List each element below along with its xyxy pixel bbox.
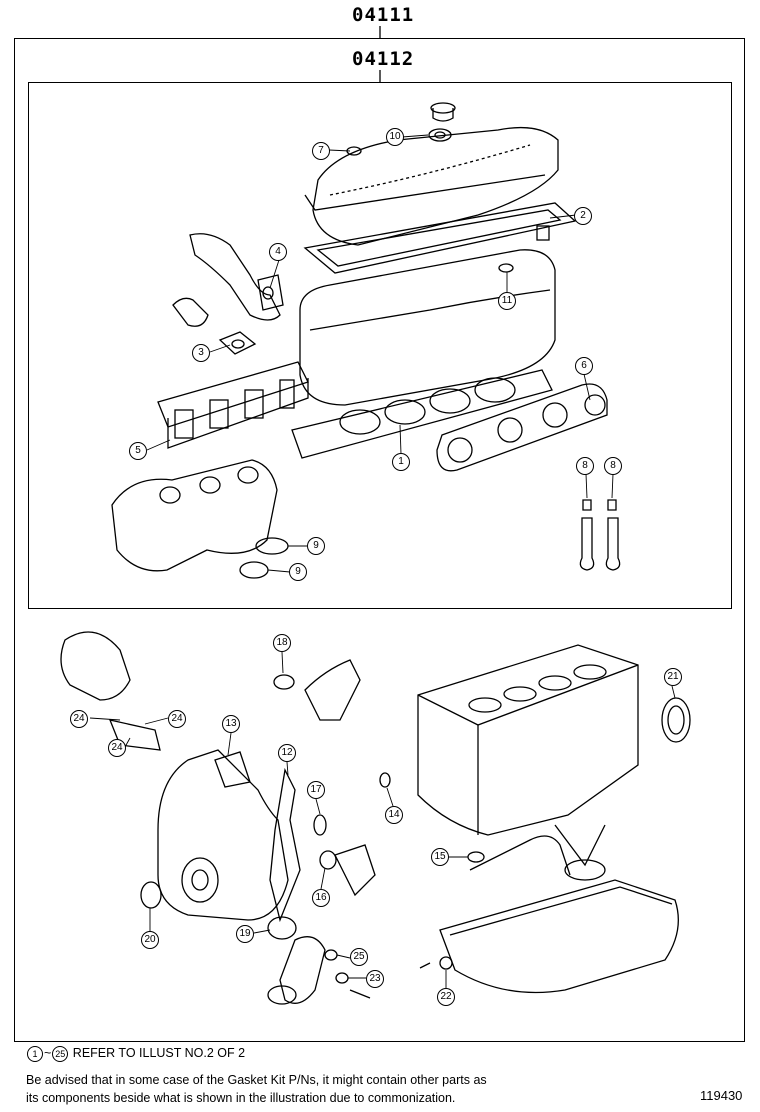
water-inlet-drawing — [60, 631, 161, 751]
o-ring-19-drawing — [267, 916, 297, 940]
refer-note: 1~25 REFER TO ILLUST NO.2 OF 2 — [26, 1045, 245, 1062]
callout-5: 5 — [129, 442, 147, 460]
exhaust-manifold-gasket-drawing — [436, 383, 608, 472]
water-outlet-drawing — [172, 233, 284, 355]
head-cover-gasket-drawing — [303, 202, 577, 274]
callout-8b: 8 — [604, 457, 622, 475]
inner-kit-frame — [28, 82, 732, 609]
callout-22: 22 — [437, 988, 455, 1006]
callout-15: 15 — [431, 848, 449, 866]
range-separator: ~ — [44, 1046, 52, 1060]
cylinder-block-drawing — [417, 644, 639, 836]
range-start-callout: 1 — [27, 1045, 43, 1062]
refer-text: REFER TO ILLUST NO.2 OF 2 — [72, 1046, 246, 1060]
timing-cover-drawing — [157, 749, 289, 921]
kit-code-outer: 04111 — [352, 4, 415, 26]
advisory-line-2: its components beside what is shown in t… — [26, 1091, 456, 1105]
exhaust-manifold-drawing — [111, 459, 289, 579]
callout-9a: 9 — [307, 537, 325, 555]
callout-18: 18 — [273, 634, 291, 652]
oil-filter-drawing — [267, 936, 326, 1005]
callout-8a: 8 — [576, 457, 594, 475]
callout-7: 7 — [312, 142, 330, 160]
oil-seal-20-drawing — [140, 881, 162, 909]
callout-17: 17 — [307, 781, 325, 799]
callout-20: 20 — [141, 931, 159, 949]
callout-2: 2 — [574, 207, 592, 225]
oil-strainer-drawing — [469, 824, 606, 881]
figure-number: 119430 — [700, 1088, 743, 1103]
kit-code-inner: 04112 — [352, 48, 415, 70]
callout-16: 16 — [312, 889, 330, 907]
valves-drawing — [579, 499, 621, 571]
cylinder-head-gasket-drawing — [291, 369, 553, 459]
advisory-line-1: Be advised that in some case of the Gask… — [26, 1073, 487, 1087]
callout-19: 19 — [236, 925, 254, 943]
callout-11: 11 — [498, 292, 516, 310]
callout-3: 3 — [192, 344, 210, 362]
callout-10: 10 — [386, 128, 404, 146]
callout-24b: 24 — [168, 710, 186, 728]
callout-14: 14 — [385, 806, 403, 824]
callout-13: 13 — [222, 715, 240, 733]
callout-24a: 24 — [70, 710, 88, 728]
water-pump-gasket-drawing — [214, 751, 251, 788]
oil-seal-21-drawing — [661, 697, 691, 743]
valve-cover-drawing — [304, 126, 559, 246]
oil-pan-drawing — [439, 879, 679, 994]
intake-manifold-gasket-drawing — [157, 361, 309, 449]
callout-6: 6 — [575, 357, 593, 375]
range-end-callout: 25 — [52, 1045, 69, 1062]
timing-chain-cover-gasket-drawing — [269, 767, 301, 923]
callout-12: 12 — [278, 744, 296, 762]
callout-9b: 9 — [289, 563, 307, 581]
callout-23: 23 — [366, 970, 384, 988]
outer-kit-frame — [14, 38, 745, 1042]
callout-24c: 24 — [108, 739, 126, 757]
callout-1: 1 — [392, 453, 410, 471]
oil-filler-cap-drawing — [428, 102, 456, 142]
callout-25: 25 — [350, 948, 368, 966]
callout-4: 4 — [269, 243, 287, 261]
callout-21: 21 — [664, 668, 682, 686]
